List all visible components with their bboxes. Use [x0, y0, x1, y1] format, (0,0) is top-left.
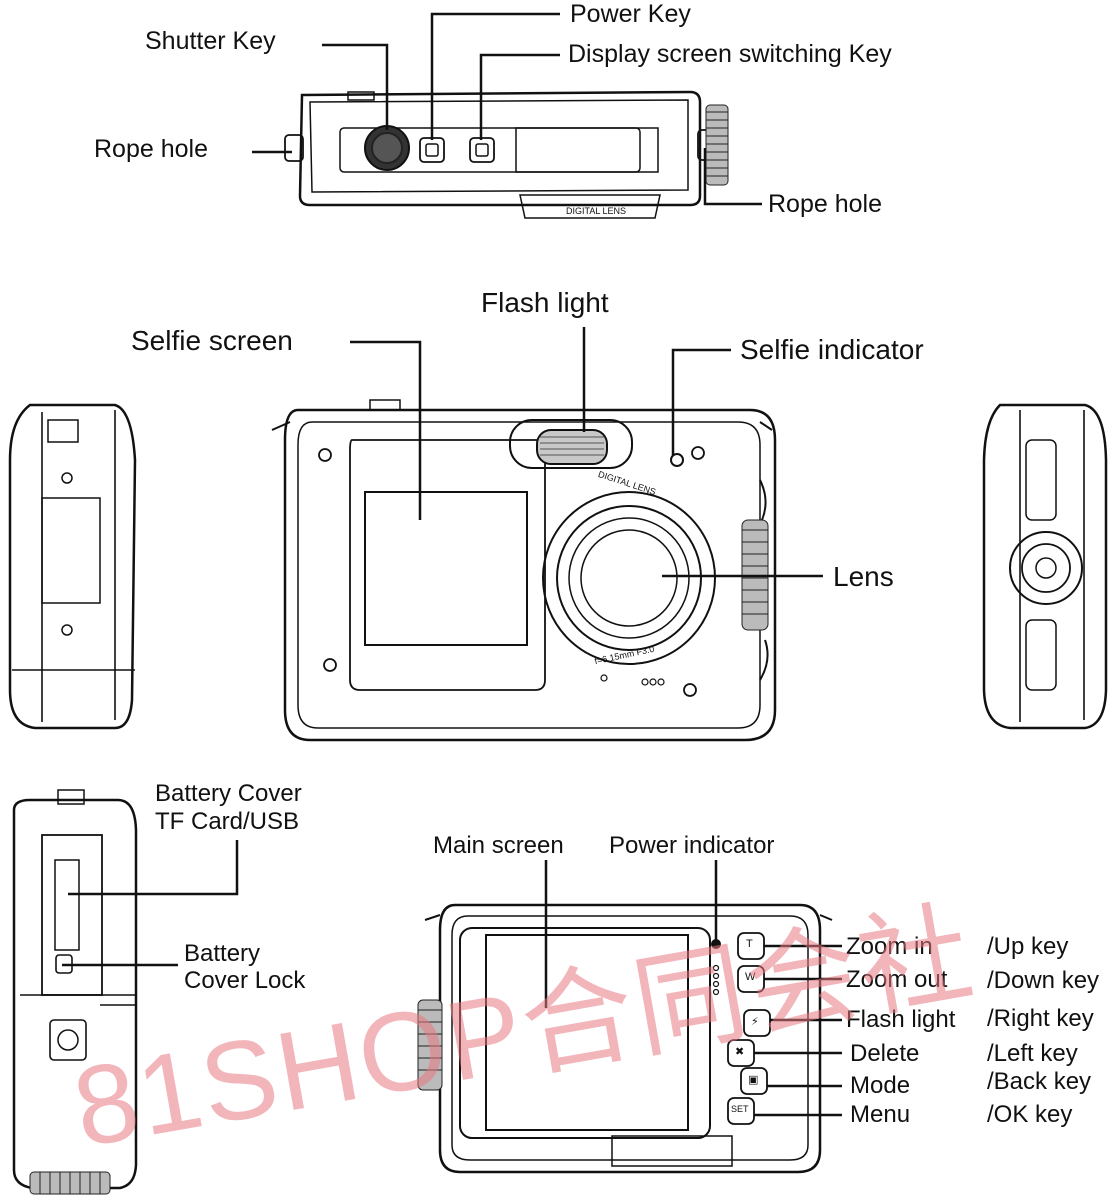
battery-side-camera [12, 789, 138, 1195]
rope-hole-left-label: Rope hole [94, 135, 208, 163]
lens-label: Lens [833, 561, 894, 592]
selfie-screen-label: Selfie screen [131, 325, 293, 356]
delete-button-glyph: ✖ [735, 1046, 745, 1058]
menu-label: Menu [850, 1101, 911, 1128]
flash-button-glyph: ⚡ [751, 1016, 759, 1028]
flash-light-label: Flash light [481, 287, 609, 318]
ok-key-label: /OK key [987, 1101, 1073, 1128]
front-view-leaders [350, 327, 823, 578]
zoom-in-button-glyph: T [746, 938, 753, 950]
mode-button-glyph: ▣ [748, 1074, 759, 1086]
battery-side-leaders [62, 840, 239, 967]
right-side-camera [982, 403, 1108, 730]
zoom-out-label: Zoom out [846, 966, 948, 993]
display-switch-key-label: Display screen switching Key [568, 40, 892, 68]
cover-lock-label: Cover Lock [184, 967, 306, 994]
shutter-key-label: Shutter Key [145, 27, 276, 55]
selfie-indicator-label: Selfie indicator [740, 334, 924, 365]
main-screen-label: Main screen [433, 832, 564, 859]
front-view-camera [271, 399, 777, 742]
tf-card-usb-label: TF Card/USB [155, 808, 300, 835]
battery-label: Battery [184, 940, 261, 967]
top-view-camera [284, 90, 729, 219]
down-key-label: /Down key [987, 967, 1100, 994]
right-key-label: /Right key [987, 1005, 1094, 1032]
up-key-label: /Up key [987, 933, 1069, 960]
back-key-label: /Back key [987, 1068, 1092, 1095]
top-lens-text: DIGITAL LENS [566, 206, 627, 216]
rope-hole-right-label: Rope hole [768, 190, 882, 218]
set-button-glyph: SET [731, 1104, 749, 1114]
back-view-leaders [544, 860, 842, 1117]
mode-label: Mode [850, 1072, 911, 1099]
delete-label: Delete [850, 1040, 920, 1067]
power-key-label: Power Key [570, 0, 691, 28]
left-key-label: /Left key [987, 1040, 1078, 1067]
zoom-out-button-glyph: W [745, 971, 756, 983]
battery-cover-label: Battery Cover [155, 780, 302, 807]
left-side-camera [8, 403, 137, 730]
zoom-in-label: Zoom in [846, 933, 933, 960]
power-indicator-label: Power indicator [609, 832, 775, 859]
top-view-leaders [252, 12, 762, 206]
flash-light-key-label: Flash light [846, 1006, 956, 1033]
